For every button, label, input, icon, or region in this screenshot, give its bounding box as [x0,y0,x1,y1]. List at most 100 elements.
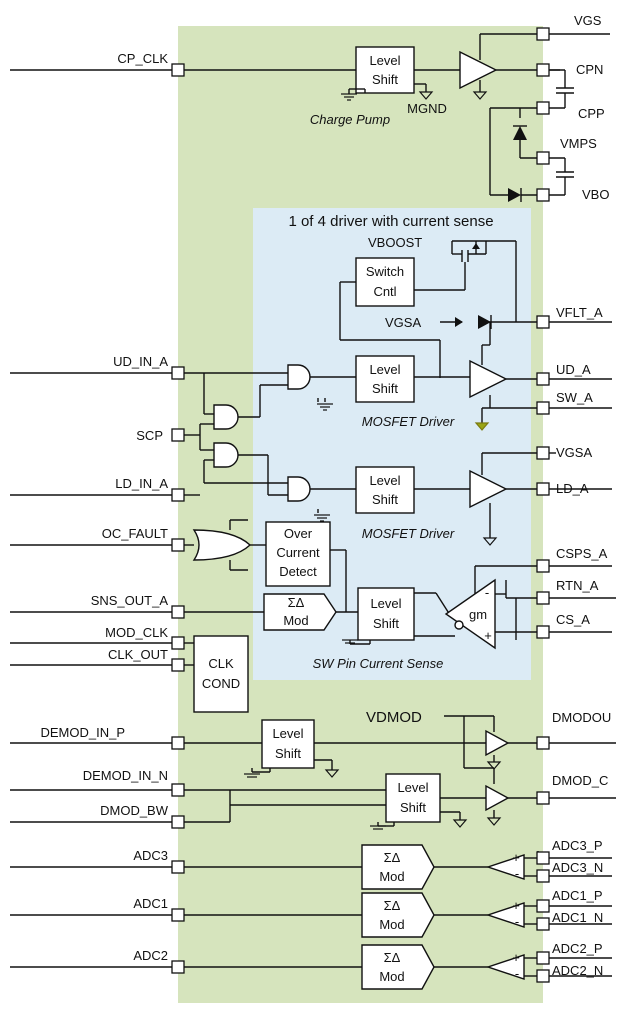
level-label: Level [369,362,400,377]
adc2-amp [485,954,525,980]
sigma-delta-label: ΣΔ [288,595,305,610]
charge-pump-level-shift [355,46,415,94]
pin-dmod-bw: DMOD_BW [100,803,169,818]
pin-sw-a: SW_A [556,390,593,405]
clk-cond-block [193,635,249,713]
adc1-amp [485,902,525,928]
demod-p-level-shift [261,719,315,769]
scp-and-gate-2 [213,442,239,468]
pin-adc3-n: ADC3_N [552,860,603,875]
ud-driver-buffer [469,359,508,399]
gm-plus: + [484,628,492,643]
shift-label-dp: Shift [275,746,301,761]
oc-fault-or-gate [192,529,252,561]
current-label: Current [276,545,320,560]
vdmod-label: VDMOD [366,709,422,726]
over-current-detect-block [265,521,331,587]
pin-ud-a: UD_A [556,362,591,377]
cs-level-shift [357,587,415,641]
charge-pump-section: Level Shift MGND Charge Pump [10,33,574,202]
ld-and-gate [287,476,311,502]
pin-dmodout: DMODOU [552,710,611,725]
level-shift-line2: Shift [372,72,398,87]
adc1-minus: - [515,914,519,929]
pin-clk-out: CLK_OUT [108,647,168,662]
pin-adc1-n: ADC1_N [552,910,603,925]
demod-n-buffer [485,784,510,812]
charge-pump-caption: Charge Pump [310,112,390,127]
pin-rtn-a: RTN_A [556,578,599,593]
left-pin-labels: CP_CLK UD_IN_A SCP LD_IN_A OC_FAULT SNS_… [40,51,168,963]
pin-scp: SCP [136,428,163,443]
vgsa-internal-label: VGSA [385,315,421,330]
adc3-sigma: ΣΔ [384,850,401,865]
clk-label: CLK [208,656,234,671]
pin-dmod-c: DMOD_C [552,773,608,788]
vboost-label: VBOOST [368,235,422,250]
ld-level-shift [355,466,415,514]
adc3-minus: - [515,866,519,881]
sns-sigma-delta-mod [263,593,337,631]
driver-section: 1 of 4 driver with current sense VBOOST … [10,213,538,671]
pin-adc3-p: ADC3_P [552,838,603,853]
adc1-mod: Mod [379,917,404,932]
ld-driver-buffer [469,469,508,509]
adc1-plus: + [512,898,520,913]
adc3-mod: Mod [379,869,404,884]
pin-vbo: VBO [582,187,609,202]
level-shift-line1: Level [369,53,400,68]
shift-label-ld: Shift [372,492,398,507]
pin-vmps: VMPS [560,136,597,151]
pin-adc2-n: ADC2_N [552,963,603,978]
pin-squares [171,27,616,983]
pin-cpp: CPP [578,106,605,121]
adc2-sigma: ΣΔ [384,950,401,965]
cntl-label: Cntl [373,284,396,299]
right-pin-labels: VGS CPN CPP VMPS VBO VFLT_A UD_A SW_A VG… [552,13,611,978]
gm-label: gm [469,607,487,622]
gm-amplifier [444,578,496,650]
shift-label: Shift [372,381,398,396]
adc2-minus: - [515,966,519,981]
mosfet-driver-caption-1: MOSFET Driver [362,414,455,429]
pin-adc3: ADC3 [133,848,168,863]
demod-section: VDMOD Level Shift Level Shift [10,709,538,830]
ud-and-gate [287,364,311,390]
clock-section: CLK COND [10,635,249,713]
pin-sns-out-a: SNS_OUT_A [91,593,169,608]
adc-section: ΣΔ Mod + - ΣΔ Mod + - ΣΔ Mod + - [10,844,539,990]
detect-label: Detect [279,564,317,579]
pin-mod-clk: MOD_CLK [105,625,168,640]
level-label-dn: Level [397,780,428,795]
pin-adc1-p: ADC1_P [552,888,603,903]
adc1-sigma-delta [361,892,435,938]
driver-title: 1 of 4 driver with current sense [288,213,493,230]
switch-label: Switch [366,264,404,279]
pin-vgs: VGS [574,13,602,28]
mgnd-label: MGND [407,101,447,116]
mosfet-driver-caption-2: MOSFET Driver [362,526,455,541]
pin-vflt-a: VFLT_A [556,305,603,320]
pin-csps-a: CSPS_A [556,546,608,561]
pin-vgsa: VGSA [556,445,592,460]
pin-ud-in-a: UD_IN_A [113,354,168,369]
adc3-sigma-delta [361,844,435,890]
adc1-sigma: ΣΔ [384,898,401,913]
switch-cntl-block [355,257,415,307]
pin-ld-in-a: LD_IN_A [115,476,168,491]
pin-demod-in-p: DEMOD_IN_P [40,725,125,740]
pin-oc-fault: OC_FAULT [102,526,168,541]
pin-adc1: ADC1 [133,896,168,911]
charge-pump-buffer [459,50,498,90]
level-label-cs: Level [370,596,401,611]
adc2-mod: Mod [379,969,404,984]
demod-p-buffer [485,729,510,757]
pin-demod-in-n: DEMOD_IN_N [83,768,168,783]
shift-label-cs: Shift [373,616,399,631]
ud-level-shift [355,355,415,403]
scp-and-gate-1 [213,404,239,430]
gm-minus: - [485,585,489,600]
pin-cs-a: CS_A [556,612,590,627]
pin-adc2: ADC2 [133,948,168,963]
